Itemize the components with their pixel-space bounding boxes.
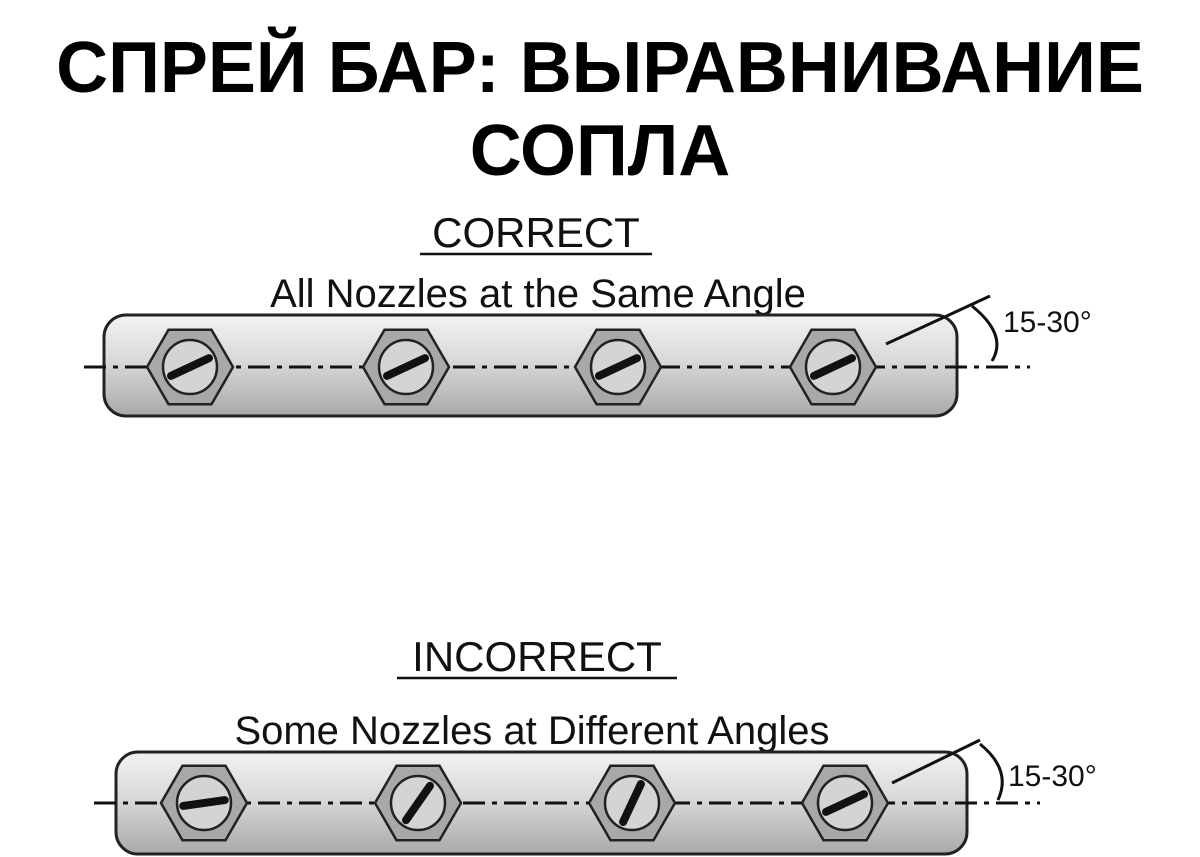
angle-arc-incorrect: [979, 742, 1004, 801]
nozzle-slot: [810, 354, 856, 380]
nozzle-slot: [822, 790, 868, 816]
nozzle-group-correct: [145, 328, 878, 406]
angle-arc-correct: [971, 304, 999, 362]
nozzle: [788, 328, 878, 406]
nozzle: [159, 764, 249, 842]
nozzle-slot: [383, 354, 429, 380]
nozzle-group-incorrect: [159, 764, 890, 842]
nozzle-slot: [179, 796, 229, 810]
angle-label-incorrect: 15-30°: [1008, 760, 1097, 793]
nozzle: [587, 764, 677, 842]
nozzle: [800, 764, 890, 842]
caption-correct: All Nozzles at the Same Angle: [270, 272, 806, 316]
caption-incorrect: Some Nozzles at Different Angles: [234, 709, 829, 753]
page-title-line2: СОПЛА: [469, 111, 731, 191]
nozzle: [361, 328, 451, 406]
heading-incorrect: INCORRECT: [412, 633, 662, 680]
nozzle-slot: [167, 354, 213, 380]
angle-label-correct: 15-30°: [1003, 306, 1092, 339]
nozzle-slot: [402, 781, 434, 825]
nozzle: [145, 328, 235, 406]
nozzle-slot: [595, 354, 641, 380]
angle-line-incorrect: [891, 738, 981, 785]
panel-incorrect: INCORRECT Some Nozzles at Different Angl…: [94, 633, 1097, 856]
nozzle-slot: [619, 780, 645, 826]
angle-line-correct: [885, 294, 991, 346]
nozzle: [373, 764, 463, 842]
heading-correct: CORRECT: [432, 209, 640, 256]
nozzle: [573, 328, 663, 406]
page-title: СПРЕЙ БАР: ВЫРАВНИВАНИЕ: [56, 28, 1144, 108]
panel-correct: CORRECT All Nozzles at the Same Angle 15…: [84, 209, 1092, 418]
